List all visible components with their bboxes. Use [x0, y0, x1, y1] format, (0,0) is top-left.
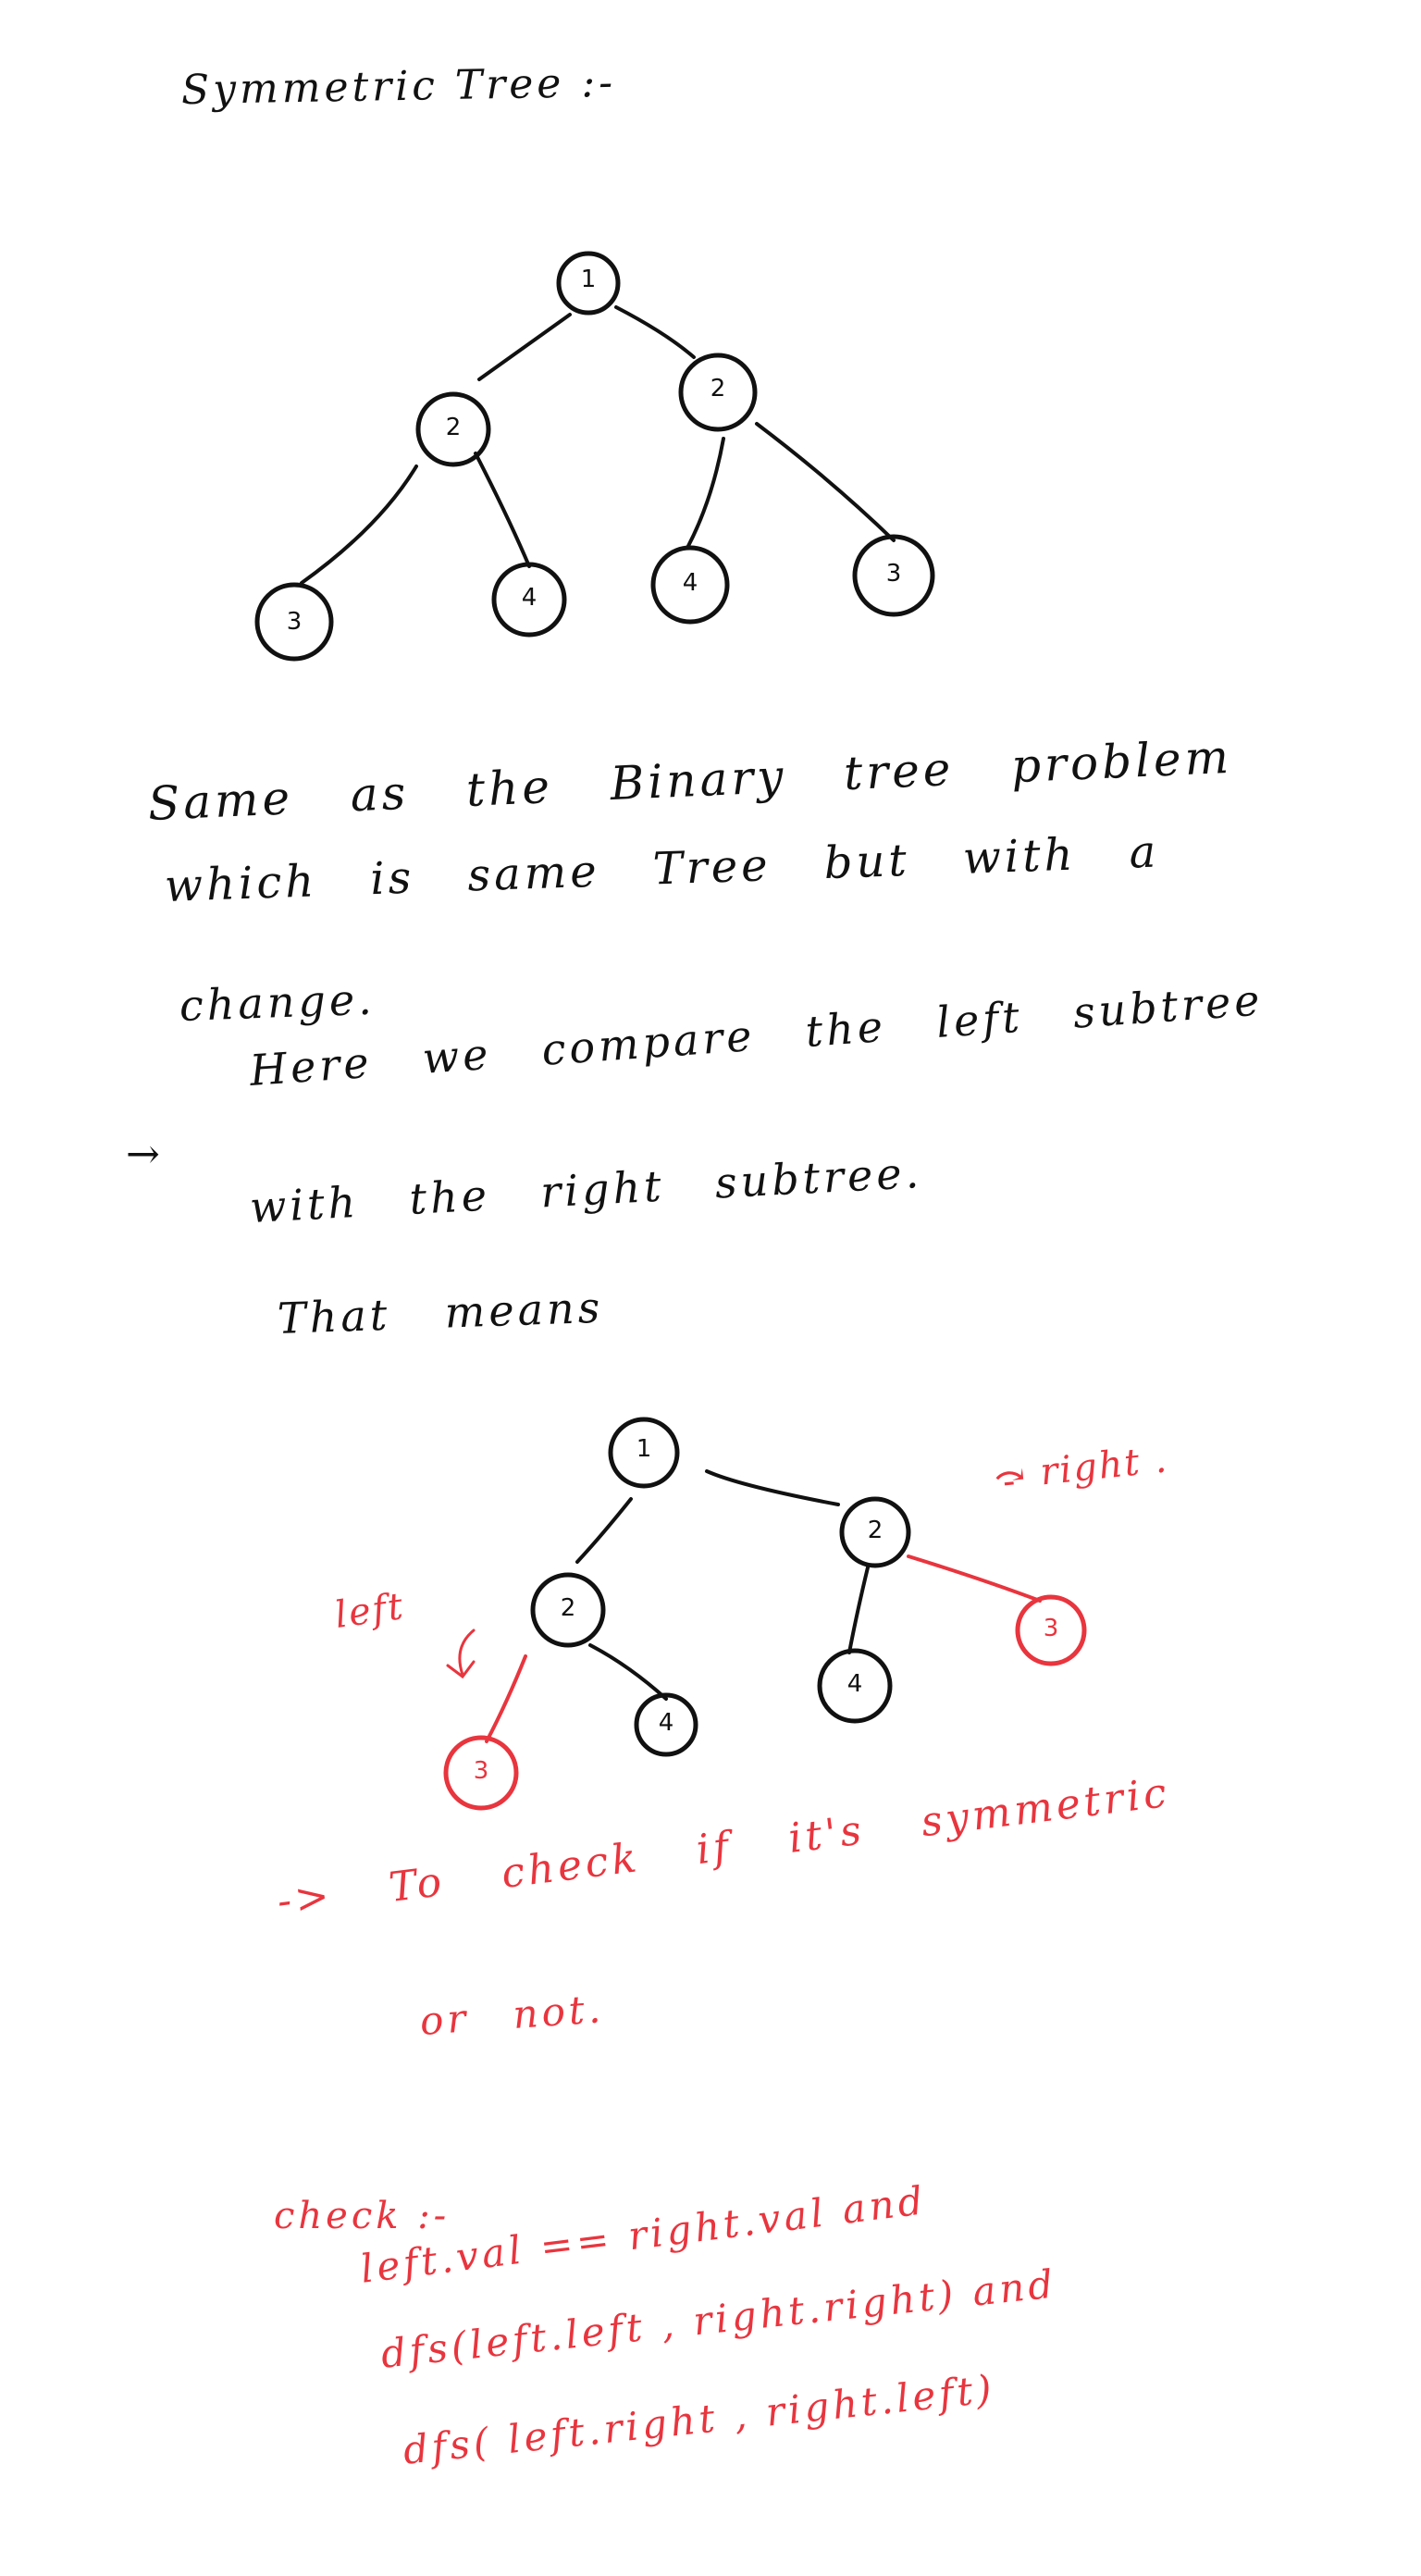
check-condition-2: dfs(left.left , right.right) and — [378, 2260, 1059, 2377]
arrow-icon: → — [126, 1131, 160, 1178]
tree1-node-2-left-label: 2 — [446, 414, 462, 441]
tree2-node-1: 1 — [608, 1417, 680, 1489]
edge-1-2b — [614, 305, 696, 359]
left-arrow-icon — [446, 1629, 476, 1679]
tree2-node-3-left: 3 — [443, 1735, 519, 1811]
tree2-node-4-left: 4 — [634, 1692, 698, 1757]
edge2-2a-3 — [485, 1654, 527, 1743]
tree2-node-1-label: 1 — [636, 1435, 652, 1463]
tree2-node-4-right: 4 — [817, 1648, 893, 1724]
tree1-edges — [300, 305, 896, 585]
edge-2b-3 — [755, 422, 896, 542]
tree2-node-2-left: 2 — [530, 1572, 606, 1648]
tree1-node-2-right: 2 — [678, 353, 758, 432]
tree1-node-4-right-label: 4 — [683, 569, 698, 597]
tree2-node-2-left-label: 2 — [561, 1594, 576, 1622]
tree2-node-3-right-label: 3 — [1044, 1615, 1059, 1642]
tree2-node-2-right: 2 — [839, 1496, 911, 1568]
edge2-2b-3 — [907, 1554, 1042, 1603]
tree1-node-1-label: 1 — [581, 266, 597, 293]
tree2-node-3-left-label: 3 — [474, 1757, 489, 1785]
edge-1-2a — [477, 313, 572, 381]
edge2-2a-4 — [588, 1643, 668, 1701]
edge2-1-2b — [705, 1469, 840, 1506]
tree2-node-3-right: 3 — [1015, 1594, 1087, 1666]
check-condition-3: dfs( left.right , right.left) — [401, 2365, 997, 2473]
tree2-node-4-left-label: 4 — [659, 1709, 674, 1737]
edge2-2b-4 — [847, 1566, 870, 1654]
tree2-node-2-right-label: 2 — [868, 1517, 883, 1544]
tree2-edges — [446, 1469, 1042, 1743]
check-note-line-2: or not. — [418, 1986, 606, 2044]
tree1-node-3-left: 3 — [254, 582, 334, 662]
tree1-node-4-left: 4 — [491, 562, 567, 638]
edge-2b-4 — [686, 437, 725, 548]
tree1-node-4-right: 4 — [650, 545, 730, 625]
tree1-node-3-right: 3 — [852, 534, 935, 617]
tree-diagram-2: 1 2 2 3 4 4 3 — [443, 1417, 1087, 1811]
check-heading: check :- — [274, 2195, 451, 2237]
tree1-node-2-right-label: 2 — [710, 375, 726, 402]
tree1-node-3-left-label: 3 — [287, 608, 303, 636]
tree1-node-1: 1 — [556, 251, 621, 316]
tree2-node-4-right-label: 4 — [847, 1670, 863, 1698]
tree1-node-3-right-label: 3 — [886, 560, 902, 588]
edge2-1-2a — [575, 1497, 633, 1564]
edge-2a-3 — [300, 464, 418, 585]
tree1-node-2-left: 2 — [415, 391, 491, 467]
edge-2a-4 — [474, 452, 531, 568]
tree-diagram-1: 1 2 2 3 4 4 3 — [254, 251, 935, 662]
tree1-node-4-left-label: 4 — [522, 584, 538, 612]
